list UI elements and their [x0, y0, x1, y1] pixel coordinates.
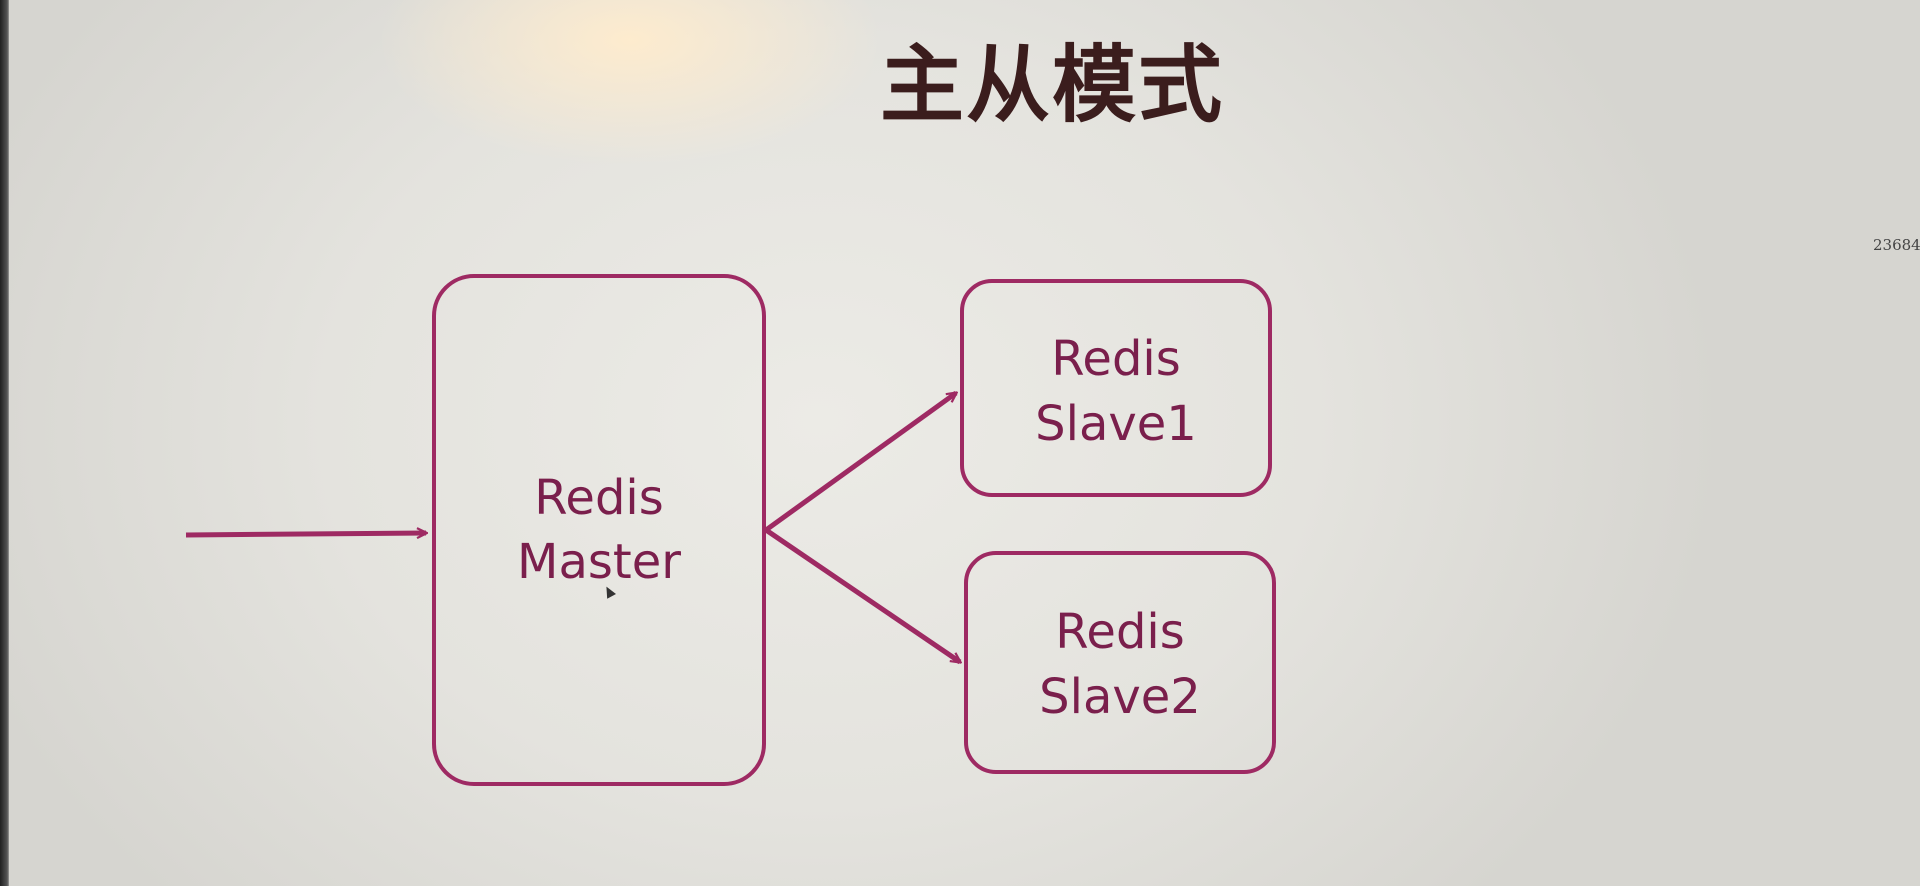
slave1-node-label-line1: Redis	[1051, 331, 1181, 387]
slave1-node-label-line2: Slave1	[1035, 396, 1197, 452]
input-arrow	[185, 533, 426, 535]
slave2-node-box	[964, 551, 1276, 774]
master-node-label-line2: Master	[517, 534, 681, 590]
slave2-node-label-line1: Redis	[1055, 604, 1185, 660]
arrow-to-slave2	[764, 527, 960, 665]
master-node-box	[432, 274, 766, 786]
side-number: 23684	[1873, 236, 1920, 254]
arrow-to-slave1	[764, 390, 956, 533]
slide-title: 主从模式	[880, 36, 1225, 134]
master-node-label-line1: Redis	[534, 470, 664, 526]
monitor-bezel	[0, 0, 9, 886]
slave1-node-box	[960, 279, 1272, 497]
slave2-node-label-line2: Slave2	[1039, 669, 1201, 725]
